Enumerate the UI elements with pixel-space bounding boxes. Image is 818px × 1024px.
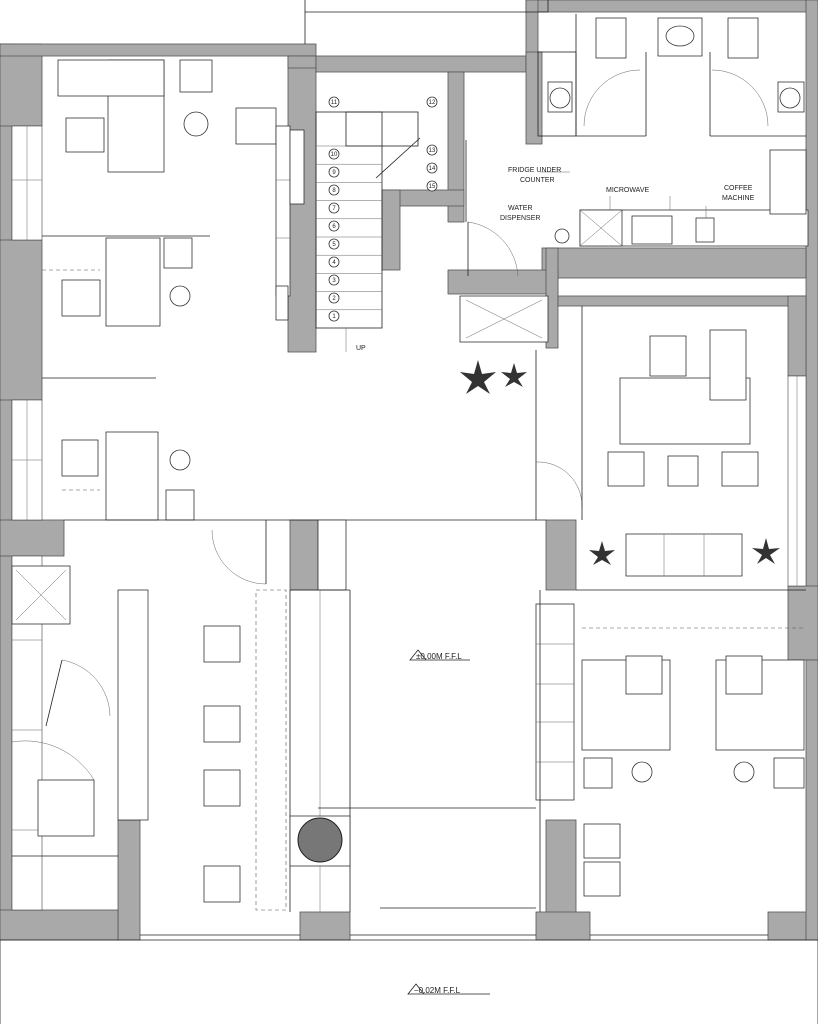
stair-step-number: 1 [332, 314, 336, 320]
water-label-2: DISPENSER [500, 215, 540, 222]
stair-step-number: 10 [331, 152, 338, 158]
pantry: FRIDGE UNDER COUNTER MICROWAVE COFFEE MA… [465, 140, 809, 277]
service-shaft [11, 295, 549, 625]
stair-step-marker [328, 292, 340, 304]
fridge-label-2: COUNTER [520, 177, 555, 184]
stair-step-number: 8 [332, 188, 336, 194]
stair-step-marker [328, 148, 340, 160]
staircase: UP 11 10 9 8 7 6 5 4 3 2 1 12 13 14 15 [315, 96, 438, 352]
stair-step-number: 6 [332, 224, 336, 230]
meeting-room-right [535, 306, 807, 587]
level-marker-lower: −0.02M F.F.L [407, 983, 490, 995]
central-booths [289, 519, 575, 912]
up-label: UP [356, 345, 366, 352]
stair-step-number: 7 [332, 206, 336, 212]
coffee-label-2: MACHINE [722, 195, 755, 202]
stair-step-number: 3 [332, 278, 336, 284]
stair-step-marker [426, 96, 438, 108]
level-marker-main: ±0.00M F.F.L [409, 649, 470, 661]
water-label-1: WATER [508, 205, 533, 212]
stair-step-number: 2 [332, 296, 336, 302]
plant-icon [501, 363, 527, 387]
stair-step-number: 11 [331, 100, 338, 106]
office-top-left [42, 59, 305, 327]
microwave-label: MICROWAVE [606, 187, 649, 194]
stair-step-number: 13 [429, 148, 436, 154]
reception-area [11, 520, 287, 911]
stair-step-marker [426, 144, 438, 156]
stair-step-marker [328, 310, 340, 322]
stair-step-marker [328, 256, 340, 268]
stair-step-marker [328, 184, 340, 196]
plant-icon [752, 538, 780, 564]
stair-step-marker [328, 238, 340, 250]
walls [0, 0, 818, 941]
plant-icon [460, 360, 496, 394]
stair-step-number: 9 [332, 170, 336, 176]
washrooms [537, 14, 806, 137]
main-floor-level: ±0.00M F.F.L [416, 652, 462, 661]
stair-treads [316, 145, 382, 311]
stair-step-number: 15 [429, 184, 436, 190]
plant-icon [589, 541, 615, 565]
lower-floor-level: −0.02M F.F.L [414, 986, 461, 995]
stair-step-marker [328, 96, 340, 108]
stair-step-marker [328, 274, 340, 286]
stair-step-number: 4 [332, 260, 336, 266]
stair-step-marker [426, 162, 438, 174]
stair-step-marker [328, 166, 340, 178]
stair-step-marker [426, 180, 438, 192]
office-lower-right [576, 589, 806, 897]
office-middle-left [42, 377, 195, 521]
fridge-label-1: FRIDGE UNDER [508, 167, 561, 174]
stair-step-number: 5 [332, 242, 336, 248]
stair-step-number: 14 [429, 166, 436, 172]
coffee-label-1: COFFEE [724, 185, 753, 192]
stair-step-marker [328, 202, 340, 214]
stair-step-number: 12 [429, 100, 436, 106]
stair-step-marker [328, 220, 340, 232]
